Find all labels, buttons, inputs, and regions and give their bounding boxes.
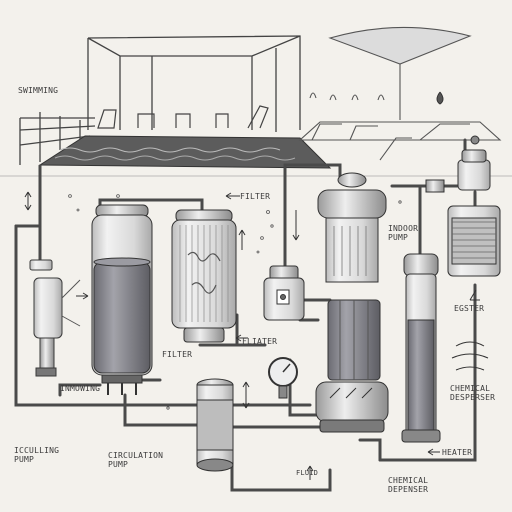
main-filter-tank	[91, 204, 153, 395]
fliater-unit	[263, 265, 305, 321]
bubbles	[68, 194, 402, 410]
intake-valve	[29, 259, 81, 377]
label-icculling-pump: ICCULLING PUMP	[14, 446, 60, 464]
label-chemical-depenser: CHEMICAL DEPENSER	[388, 476, 429, 494]
label-indoor-pump: INDOOR PUMP	[388, 224, 419, 242]
label-inmowing: INMOWING	[60, 384, 101, 393]
heater-tube	[401, 253, 441, 443]
label-filter-mid: FILTER	[162, 350, 193, 359]
indoor-pump-column	[315, 172, 389, 433]
label-heater: HEATER	[442, 448, 473, 457]
circulation-pump-tank	[196, 378, 234, 472]
label-filter-top: FILTER	[240, 192, 271, 201]
chemical-drum	[447, 205, 501, 277]
pressure-gauge	[268, 357, 298, 399]
pool-enclosure	[19, 35, 301, 165]
label-circulation-pump: CIRCULATION PUMP	[108, 451, 164, 469]
label-fluid: FLUID	[296, 469, 319, 477]
flow-arrows	[24, 91, 489, 480]
filter-cartridge	[171, 209, 237, 343]
label-chemical-desperser: CHEMICAL DESPERSER	[450, 384, 496, 402]
label-fliater: FLIATER	[242, 337, 278, 346]
label-egster: EGSTER	[454, 304, 485, 313]
umbrella-and-deck	[298, 26, 502, 161]
lounge-chairs	[97, 105, 269, 129]
pool-water	[38, 135, 332, 169]
label-swimming: SWIMMING	[18, 86, 59, 95]
dispenser-valve	[425, 135, 491, 193]
